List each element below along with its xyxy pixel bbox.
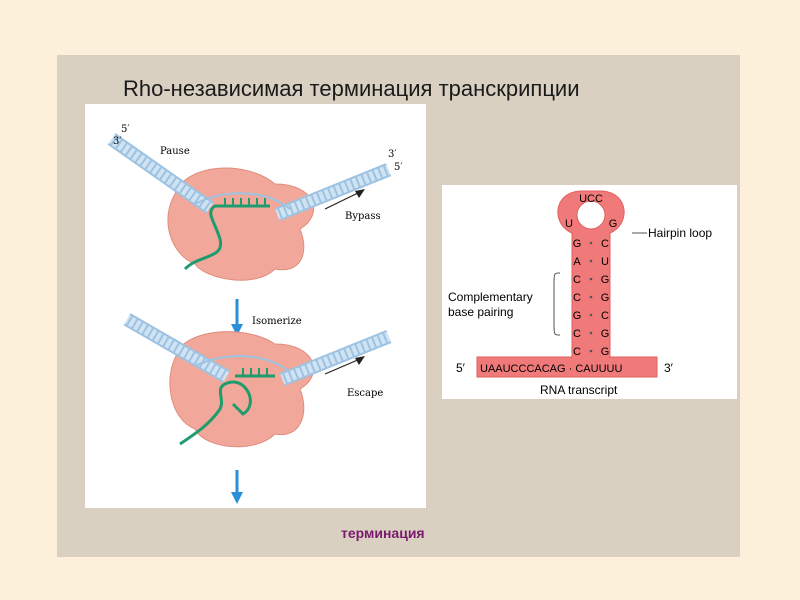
- stem-left-base: G: [573, 238, 582, 250]
- stem-right-base: G: [601, 274, 610, 286]
- stem-right-base: C: [601, 310, 609, 322]
- termination-step: [231, 470, 243, 504]
- label-5prime: 5′: [456, 361, 466, 375]
- stem-right: C U G G C G G: [601, 238, 610, 358]
- bypass-arrow: [324, 191, 361, 210]
- label-5prime-right: 5′: [394, 162, 403, 173]
- stem-right-base: G: [601, 346, 610, 358]
- stem-left-base: C: [573, 292, 581, 304]
- pairing-dots: [589, 241, 593, 353]
- pairing-label-line1: Complementary: [448, 290, 533, 304]
- stem-right-base: G: [601, 328, 610, 340]
- dna-downstream-bottom: [279, 329, 392, 387]
- slide-title: Rho-независимая терминация транскрипции: [123, 76, 580, 101]
- label-3prime: 3′: [664, 361, 674, 375]
- stem-left-base: C: [573, 328, 581, 340]
- label-3prime-top: 3′: [113, 136, 122, 147]
- escape-label: Escape: [347, 388, 383, 399]
- bypass-label: Bypass: [345, 211, 381, 222]
- stem-left-base: C: [573, 346, 581, 358]
- dna-upstream-top: [107, 133, 214, 214]
- rna-hairpin-diagram: UCC U G G A C C G C C C U G G C G G 5′ U…: [448, 190, 712, 397]
- rna-transcript-bottom: [179, 380, 252, 446]
- stem-left: G A C C G C C: [573, 238, 582, 358]
- termination-mechanism-panel: 5′ 3′ 3′ 5′ Pause Bypass Isomerize: [85, 104, 426, 508]
- rna-transcript-top: [183, 204, 270, 271]
- pairing-label-line2: base pairing: [448, 305, 513, 319]
- dna-downstream-top: [274, 163, 392, 222]
- pause-label: Pause: [160, 146, 190, 157]
- stem-left-base: C: [573, 274, 581, 286]
- isomerize-label: Isomerize: [252, 316, 302, 327]
- stem-left-base: A: [573, 256, 581, 268]
- stem-left-base: G: [573, 310, 582, 322]
- footer-caption: терминация: [341, 525, 425, 541]
- hairpin-panel: UCC U G G A C C G C C C U G G C G G 5′ U…: [442, 185, 737, 399]
- stem-right-base: G: [601, 292, 610, 304]
- loop-right-base: G: [609, 218, 618, 230]
- isomerize-step: Isomerize: [231, 299, 302, 336]
- escape-complex: Escape: [123, 313, 392, 448]
- label-5prime-top: 5′: [121, 124, 130, 135]
- dna-upstream-bottom: [123, 313, 231, 383]
- loop-left-base: U: [565, 218, 573, 230]
- stem-right-base: U: [601, 256, 609, 268]
- hairpin-shape: [476, 190, 658, 378]
- base-sequence: UAAUCCCACAG · CAUUUU: [480, 363, 622, 375]
- loop-top-bases: UCC: [579, 193, 603, 205]
- hairpin-loop-label: Hairpin loop: [648, 226, 712, 240]
- paused-complex: 5′ 3′ 3′ 5′ Pause Bypass: [107, 124, 403, 281]
- label-3prime-right: 3′: [388, 149, 397, 160]
- stem-right-base: C: [601, 238, 609, 250]
- rna-transcript-label: RNA transcript: [540, 383, 618, 397]
- escape-arrow: [324, 358, 361, 375]
- pairing-bracket: [553, 272, 561, 336]
- rna-polymerase-top: [167, 167, 315, 281]
- termination-mechanism-diagram: 5′ 3′ 3′ 5′ Pause Bypass Isomerize: [107, 124, 403, 504]
